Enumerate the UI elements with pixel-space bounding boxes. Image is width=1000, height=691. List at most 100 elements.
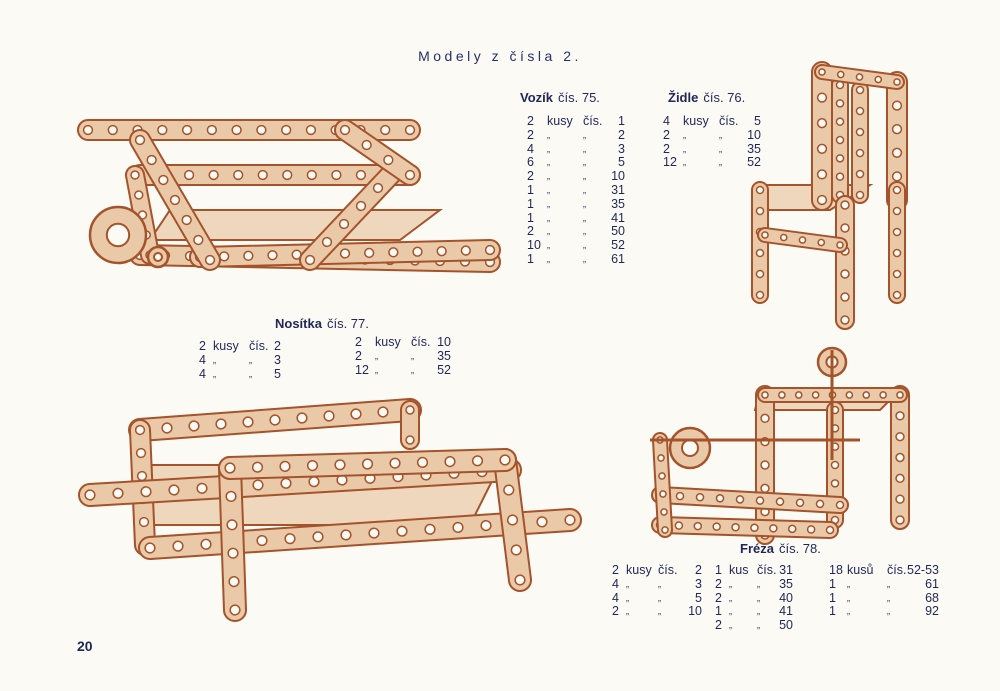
part-number: 10 [611, 169, 625, 184]
part-cis: „ [658, 606, 661, 617]
part-row: 1„„92 [829, 605, 939, 619]
part-quantity: 1 [527, 196, 534, 211]
part-unit: „ [547, 253, 550, 264]
part-row: 12„„52 [355, 362, 451, 378]
vozik-illustration [77, 119, 502, 274]
part-unit: kusy [375, 335, 401, 349]
part-quantity: 2 [527, 224, 534, 239]
zidle-illustration [751, 61, 908, 330]
part-cis: „ [249, 354, 252, 365]
part-unit: „ [847, 578, 850, 589]
part-row: 2„„10 [663, 127, 761, 143]
part-number: 5 [695, 590, 702, 605]
part-quantity: 1 [829, 604, 836, 619]
part-quantity: 1 [715, 563, 722, 577]
part-row: 2 „ „ 35 [355, 348, 451, 364]
part-cis: „ [658, 578, 661, 589]
part-number: 52 [611, 238, 625, 253]
perforated-strip [651, 516, 840, 539]
part-unit: „ [547, 157, 550, 168]
part-quantity: 1 [829, 590, 836, 605]
part-unit: „ [547, 198, 550, 209]
part-number: 50 [779, 618, 793, 633]
part-quantity: 1 [829, 576, 836, 591]
part-number: 35 [437, 348, 451, 363]
part-quantity: 12 [355, 362, 369, 377]
part-cis: „ [583, 157, 586, 168]
part-quantity: 2 [355, 335, 362, 349]
part-quantity: 1 [715, 604, 722, 619]
part-number: 52 [437, 362, 451, 377]
part-unit: „ [547, 226, 550, 237]
part-number: 31 [779, 563, 793, 577]
part-unit: „ [547, 184, 550, 195]
part-unit: kusy [213, 339, 239, 353]
part-cis: „ [411, 350, 414, 361]
part-unit: „ [375, 350, 378, 361]
part-quantity: 2 [663, 127, 670, 142]
part-unit: „ [547, 240, 550, 251]
part-cis: „ [658, 592, 661, 603]
part-number: 3 [274, 352, 281, 367]
part-quantity: 4 [199, 366, 206, 381]
part-number: 5 [274, 366, 281, 381]
part-quantity: 2 [715, 590, 722, 605]
part-cis: „ [719, 157, 722, 168]
part-row: 2„„50 [527, 225, 625, 239]
part-unit: „ [213, 354, 216, 365]
part-cis: čís. [249, 339, 269, 353]
part-cis: „ [757, 606, 760, 617]
part-unit: „ [547, 171, 550, 182]
part-number: 61 [925, 576, 939, 591]
part-row: 2„„10 [612, 605, 702, 619]
part-row: 4„„3 [527, 141, 625, 157]
perforated-strip [400, 400, 420, 450]
part-row: 1„„31 [527, 183, 625, 198]
part-cis: „ [249, 368, 252, 379]
part-cis: čís. [658, 563, 678, 577]
part-quantity: 2 [527, 169, 534, 184]
part-row: 4„„3 [199, 352, 281, 368]
part-unit: „ [626, 606, 629, 617]
part-unit: „ [847, 592, 850, 603]
part-row: 4„„5 [612, 590, 702, 606]
part-quantity: 18 [829, 563, 843, 577]
part-number: 35 [611, 196, 625, 211]
perforated-strip [890, 385, 910, 530]
perforated-strip [888, 181, 906, 304]
part-cis: čís. [887, 563, 907, 577]
part-quantity: 2 [199, 339, 206, 353]
part-cis: „ [719, 129, 722, 140]
perforated-strip [651, 486, 849, 514]
part-quantity: 2 [355, 348, 362, 363]
part-unit: „ [547, 212, 550, 223]
part-quantity: 4 [663, 114, 670, 128]
part-quantity: 12 [663, 155, 677, 170]
part-quantity: 4 [527, 141, 534, 156]
perforated-strip [652, 432, 674, 538]
part-row: 2„„35 [715, 577, 793, 592]
part-row: 4„„5 [199, 366, 281, 382]
part-row: 10„„52 [527, 238, 625, 253]
part-unit: kusy [683, 114, 709, 128]
part-number: 5 [618, 155, 625, 170]
part-unit: „ [729, 578, 732, 589]
part-number: 52 [747, 155, 761, 170]
part-number: 41 [611, 210, 625, 225]
part-row: 6„„5 [527, 156, 625, 170]
part-cis: „ [887, 606, 890, 617]
part-cis: „ [583, 253, 586, 264]
